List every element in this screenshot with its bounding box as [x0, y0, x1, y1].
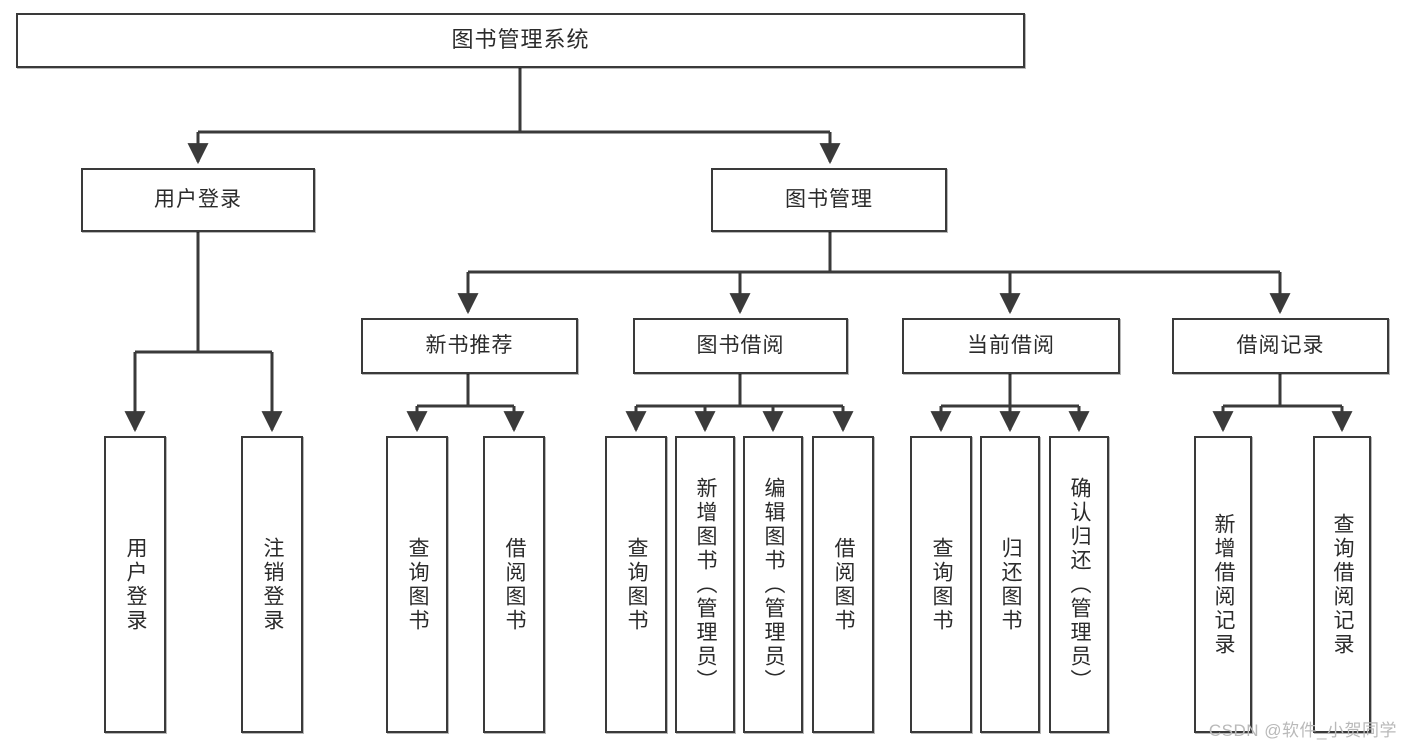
leaf-query-book[interactable]: 查询图书 — [605, 436, 667, 733]
node-user-login[interactable]: 用户登录 — [81, 168, 315, 232]
csdn-watermark: CSDN @软件_小贺同学 — [1208, 721, 1397, 740]
leaf-query-book-current-label: 查询图书 — [930, 536, 954, 633]
node-root-book-management-system[interactable]: 图书管理系统 — [16, 13, 1025, 68]
node-borrow-record-label: 借阅记录 — [1236, 334, 1325, 358]
leaf-logout[interactable]: 注销登录 — [241, 436, 303, 733]
leaf-logout-label: 注销登录 — [261, 536, 285, 633]
node-book-management-label: 图书管理 — [785, 188, 873, 212]
node-current-borrow[interactable]: 当前借阅 — [902, 318, 1120, 374]
leaf-query-book-label: 查询图书 — [625, 536, 649, 633]
node-book-management[interactable]: 图书管理 — [711, 168, 947, 232]
leaf-return-book[interactable]: 归还图书 — [980, 436, 1040, 733]
leaf-return-book-label: 归还图书 — [999, 536, 1023, 633]
leaf-borrow-book[interactable]: 借阅图书 — [812, 436, 874, 733]
leaf-add-book-admin-label: 新增图书（管理员） — [694, 476, 718, 693]
leaf-confirm-return-admin-label: 确认归还（管理员） — [1068, 476, 1092, 693]
leaf-query-borrow-record-label: 查询借阅记录 — [1331, 512, 1355, 657]
leaf-borrow-book-label: 借阅图书 — [832, 536, 856, 633]
node-book-borrow-label: 图书借阅 — [696, 334, 785, 358]
node-borrow-record[interactable]: 借阅记录 — [1172, 318, 1389, 374]
leaf-edit-book-admin[interactable]: 编辑图书（管理员） — [743, 436, 803, 733]
leaf-user-login[interactable]: 用户登录 — [104, 436, 166, 733]
leaf-user-login-label: 用户登录 — [124, 536, 148, 633]
node-new-book-recommend[interactable]: 新书推荐 — [361, 318, 578, 374]
leaf-add-borrow-record-label: 新增借阅记录 — [1212, 512, 1236, 657]
leaf-query-borrow-record[interactable]: 查询借阅记录 — [1313, 436, 1371, 733]
node-root-label: 图书管理系统 — [451, 27, 590, 53]
leaf-query-book-recommend-label: 查询图书 — [406, 536, 430, 633]
leaf-borrow-book-recommend-label: 借阅图书 — [503, 536, 527, 633]
leaf-borrow-book-recommend[interactable]: 借阅图书 — [483, 436, 545, 733]
leaf-query-book-current[interactable]: 查询图书 — [910, 436, 972, 733]
leaf-edit-book-admin-label: 编辑图书（管理员） — [762, 476, 786, 693]
leaf-add-borrow-record[interactable]: 新增借阅记录 — [1194, 436, 1252, 733]
node-current-borrow-label: 当前借阅 — [967, 334, 1055, 358]
node-new-book-recommend-label: 新书推荐 — [425, 334, 514, 358]
leaf-confirm-return-admin[interactable]: 确认归还（管理员） — [1049, 436, 1109, 733]
node-book-borrow[interactable]: 图书借阅 — [633, 318, 848, 374]
leaf-add-book-admin[interactable]: 新增图书（管理员） — [675, 436, 735, 733]
node-user-login-label: 用户登录 — [154, 188, 242, 212]
leaf-query-book-recommend[interactable]: 查询图书 — [386, 436, 448, 733]
